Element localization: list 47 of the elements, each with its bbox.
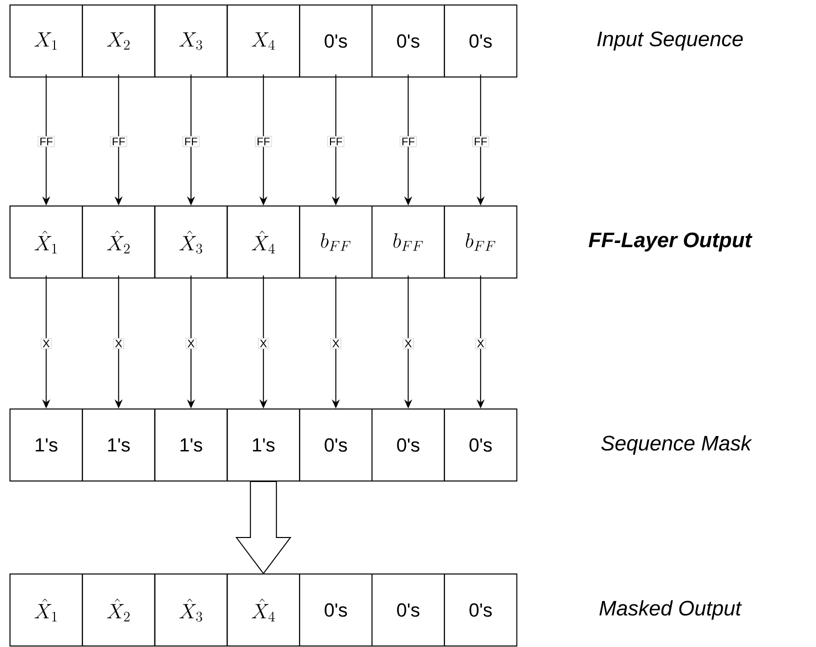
- edge-label: FF: [255, 136, 272, 147]
- sequence-cell: $\hat{X}_3$: [154, 206, 228, 278]
- edge-label: FF: [110, 136, 128, 147]
- edge-label: FF: [327, 136, 344, 147]
- edge-label: FF: [38, 136, 55, 147]
- row-label: Masked Output: [599, 600, 742, 620]
- sequence-cell: $b_{FF}$: [299, 206, 372, 278]
- edge-label: X: [186, 338, 196, 349]
- sequence-cell: $b_{FF}$: [444, 206, 518, 278]
- edge-label: X: [475, 338, 486, 349]
- sequence-cell: 1's: [82, 408, 156, 482]
- sequence-cell: 0's: [444, 408, 518, 482]
- row-label: FF-Layer Output: [588, 232, 752, 252]
- sequence-cell: $\hat{X}_1$: [10, 206, 83, 278]
- sequence-cell: $b_{FF}$: [372, 206, 445, 278]
- edge-label: X: [258, 338, 269, 349]
- sequence-cell: 0's: [299, 574, 372, 646]
- edge-label: FF: [400, 136, 417, 147]
- edge-label: FF: [182, 136, 200, 147]
- sequence-cell: $X_4$: [226, 4, 300, 78]
- sequence-cell: 0's: [444, 574, 518, 646]
- row-label: Input Sequence: [597, 31, 743, 50]
- sequence-cell: 1's: [10, 408, 83, 482]
- sequence-cell: $\hat{X}_3$: [154, 574, 228, 646]
- sequence-cell: $\hat{X}_4$: [226, 574, 300, 646]
- edge-label: X: [330, 338, 342, 349]
- sequence-cell: 0's: [444, 4, 518, 78]
- edge-label: X: [113, 338, 124, 349]
- sequence-cell: 0's: [372, 574, 445, 646]
- sequence-cell: $X_3$: [154, 4, 228, 78]
- hollow-arrow: [235, 481, 292, 574]
- sequence-cell: $\hat{X}_4$: [226, 206, 300, 278]
- sequence-cell: $X_2$: [82, 4, 156, 78]
- sequence-cell: 0's: [372, 408, 445, 482]
- sequence-cell: $\hat{X}_2$: [82, 206, 156, 278]
- sequence-cell: 1's: [226, 408, 300, 482]
- row-label: Sequence Mask: [601, 435, 752, 455]
- sequence-cell: 0's: [372, 4, 445, 78]
- sequence-cell: 0's: [299, 408, 372, 482]
- sequence-cell: $X_1$: [10, 4, 83, 78]
- sequence-cell: 0's: [299, 4, 372, 78]
- sequence-cell: 1's: [154, 408, 228, 482]
- edge-label: X: [40, 338, 52, 349]
- sequence-cell: $\hat{X}_1$: [10, 574, 83, 646]
- edge-label: X: [402, 338, 414, 349]
- edge-label: FF: [472, 136, 490, 147]
- sequence-cell: $\hat{X}_2$: [82, 574, 156, 646]
